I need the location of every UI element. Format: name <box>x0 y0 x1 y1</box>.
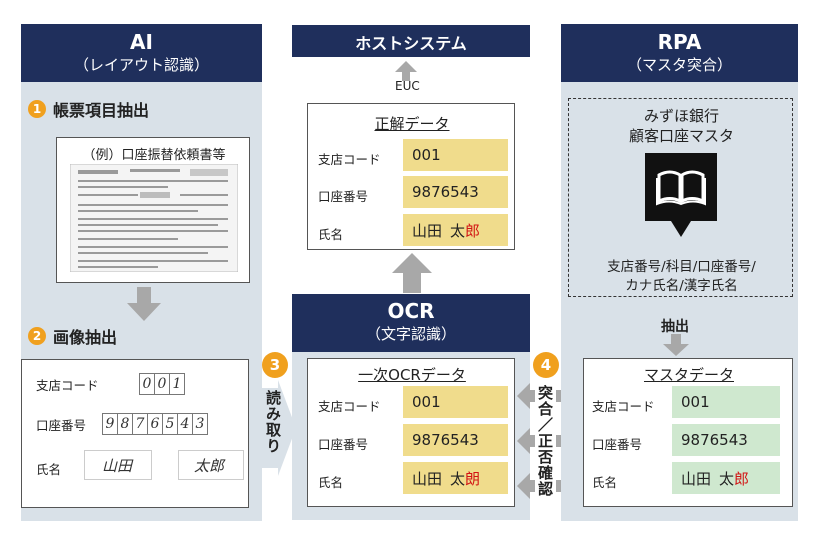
hw-branch-digit: 0 <box>139 373 155 395</box>
hw-name-given: 太郎 <box>194 457 225 475</box>
correct-name-value: 山田 太郎 <box>403 214 508 246</box>
step2-label: 画像抽出 <box>53 328 118 347</box>
step3-label: 読み取り <box>264 390 282 454</box>
correct-account-label: 口座番号 <box>318 189 369 204</box>
master-name-family: 山田 <box>681 469 712 488</box>
hw-account-digit: 6 <box>148 413 163 435</box>
hw-name-label: 氏名 <box>36 462 62 477</box>
master-name-given-a: 太 <box>719 469 735 488</box>
hw-branch-label: 支店コード <box>36 378 99 393</box>
correct-data-box: 正解データ 支店コード 001 口座番号 9876543 氏名 山田 太郎 <box>307 103 515 250</box>
arrow-right-icon <box>254 380 296 476</box>
ai-header: AI （レイアウト認識） <box>21 24 262 82</box>
master-name-given-b: 郎 <box>734 469 750 488</box>
form-document-image <box>70 164 238 272</box>
extract-label: 抽出 <box>661 319 689 335</box>
ocr-data-title: 一次OCRデータ <box>358 366 466 384</box>
hw-name-family: 山田 <box>102 457 133 475</box>
arrow-down-icon <box>663 334 689 356</box>
arrow-up-icon <box>395 61 417 81</box>
hw-account-cells: 9 8 7 6 5 4 3 <box>102 413 208 435</box>
step1-label: 帳票項目抽出 <box>53 101 150 120</box>
ocr-name-value: 山田 太朗 <box>403 462 508 494</box>
arrow-down-icon <box>127 287 161 321</box>
hw-name-family-box <box>84 450 152 480</box>
rpa-subtitle: （マスタ突合） <box>626 56 732 74</box>
ocr-subtitle: （文字認識） <box>365 325 456 343</box>
hw-account-digit: 9 <box>102 413 118 435</box>
ocr-header: OCR （文字認識） <box>292 294 530 352</box>
correct-name-label: 氏名 <box>318 227 344 242</box>
euc-label: EUC <box>395 79 420 93</box>
host-header: ホストシステム <box>292 25 530 57</box>
hw-account-digit: 3 <box>193 413 208 435</box>
step1-heading: 1 帳票項目抽出 <box>28 97 149 121</box>
master-name-value: 山田 太郎 <box>672 462 780 494</box>
customer-master-label: 顧客口座マスタ <box>628 127 734 145</box>
hw-branch-cells: 0 0 1 <box>139 373 185 395</box>
ocr-branch-label: 支店コード <box>318 399 381 414</box>
hw-branch-digit: 0 <box>155 373 170 395</box>
master-account-label: 口座番号 <box>592 437 643 452</box>
step1-number: 1 <box>28 100 46 118</box>
correct-branch-label: 支店コード <box>318 152 381 167</box>
customer-master-box: みずほ銀行 顧客口座マスタ 支店番号/科目/口座番号/ カナ氏名/漢字氏名 <box>568 98 793 297</box>
ocr-name-given-a: 太 <box>450 469 466 488</box>
rpa-title: RPA <box>657 30 702 54</box>
correct-name-given-b: 郎 <box>465 221 481 240</box>
step4-label: 突合／正否確認 <box>535 383 556 499</box>
step2-heading: 2 画像抽出 <box>28 324 117 348</box>
ocr-name-family: 山田 <box>412 469 443 488</box>
ai-title: AI <box>130 30 153 54</box>
hw-branch-digit: 1 <box>170 373 185 395</box>
master-account-value: 9876543 <box>672 424 780 456</box>
correct-name-given-a: 太 <box>450 221 466 240</box>
ocr-name-label: 氏名 <box>318 475 344 490</box>
host-title: ホストシステム <box>355 34 467 53</box>
ocr-data-box: 一次OCRデータ 支店コード 001 口座番号 9876543 氏名 山田 太朗 <box>307 358 515 507</box>
rpa-header: RPA （マスタ突合） <box>561 24 798 82</box>
form-document-frame: （例）口座振替依頼書等 <box>56 137 250 283</box>
ocr-branch-value: 001 <box>403 386 508 418</box>
hw-account-label: 口座番号 <box>36 418 87 433</box>
master-branch-label: 支店コード <box>592 399 655 414</box>
form-document-title: （例）口座振替依頼書等 <box>82 148 226 163</box>
correct-account-value: 9876543 <box>403 176 508 208</box>
arrow-up-icon <box>392 253 432 293</box>
ai-subtitle: （レイアウト認識） <box>73 56 209 74</box>
master-branch-value: 001 <box>672 386 780 418</box>
ocr-name-given-b: 朗 <box>465 469 481 488</box>
ocr-account-label: 口座番号 <box>318 437 369 452</box>
correct-branch-value: 001 <box>403 139 508 171</box>
hw-account-digit: 5 <box>163 413 178 435</box>
ocr-account-value: 9876543 <box>403 424 508 456</box>
step2-number: 2 <box>28 327 46 345</box>
ocr-title: OCR <box>387 299 435 323</box>
step3-number: 3 <box>262 352 288 378</box>
correct-data-title: 正解データ <box>374 115 450 133</box>
master-data-box: マスタデータ 支店コード 001 口座番号 9876543 氏名 山田 太郎 <box>583 358 793 507</box>
step4-number: 4 <box>533 352 559 378</box>
handwritten-sample-box: 支店コード 0 0 1 口座番号 9 8 7 6 5 4 3 氏名 山田 太郎 <box>21 359 249 508</box>
mizuho-bank-label: みずほ銀行 <box>643 107 719 125</box>
hw-account-digit: 8 <box>118 413 133 435</box>
book-icon <box>645 153 717 237</box>
master-fields-line2: カナ氏名/漢字氏名 <box>625 278 738 294</box>
master-name-label: 氏名 <box>592 475 618 490</box>
hw-account-digit: 7 <box>133 413 148 435</box>
hw-name-given-box <box>178 450 244 480</box>
master-fields-line1: 支店番号/科目/口座番号/ <box>607 259 756 275</box>
correct-name-family: 山田 <box>412 221 443 240</box>
hw-account-digit: 4 <box>178 413 193 435</box>
master-data-title: マスタデータ <box>643 366 734 384</box>
